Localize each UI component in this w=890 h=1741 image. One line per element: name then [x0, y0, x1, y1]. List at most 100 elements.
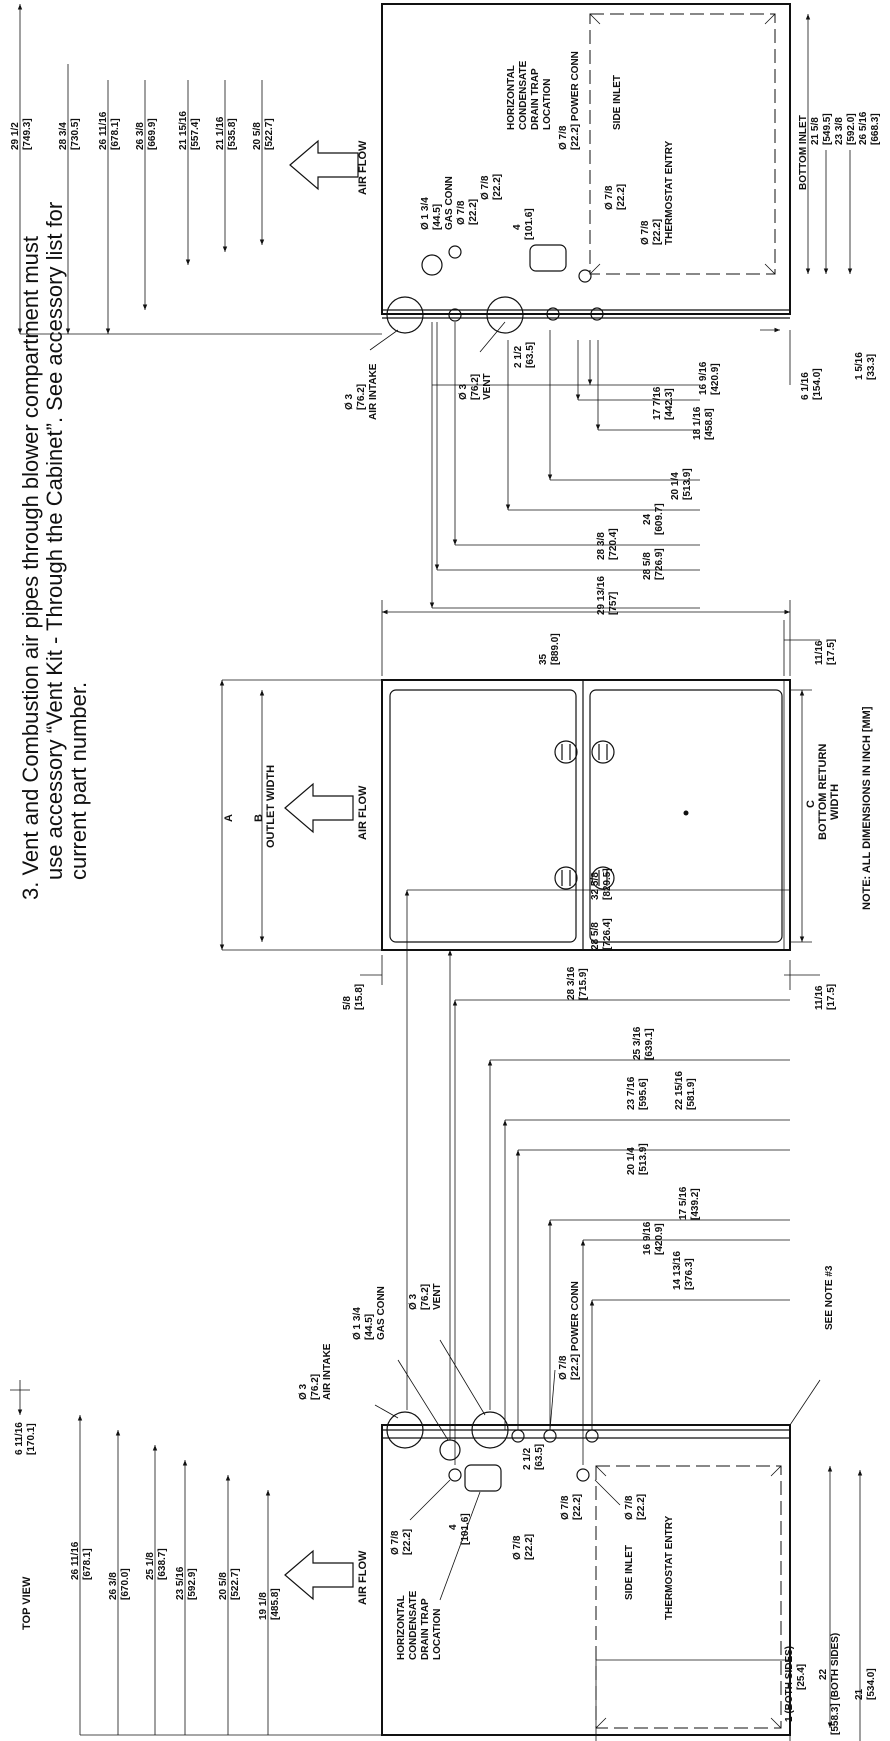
drain-label-3: DRAIN TRAP — [530, 68, 541, 130]
top-view-dim: 6 11/16 — [14, 1422, 25, 1455]
left-thermo-mm: [22.2] — [636, 1494, 647, 1520]
width-35-mm: [889.0] — [550, 633, 561, 665]
left-depth-8: 17 5/16 — [678, 1186, 689, 1220]
four-dim-mm: [101.6] — [524, 208, 535, 240]
note-3: 3. Vent and Combustion air pipes through… — [18, 202, 91, 900]
four-dim: 4 — [512, 224, 523, 230]
height-2: 28 3/4 — [58, 122, 69, 150]
air-intake-dia: Ø 3 — [344, 393, 355, 410]
dim-c: C — [805, 800, 817, 808]
air-intake-hole — [386, 296, 424, 334]
depth-5: 24 — [642, 513, 653, 525]
left-height-4-mm: [592.9] — [187, 1568, 198, 1600]
left-height-3-mm: [638.7] — [157, 1548, 168, 1580]
height-7: 20 5/8 — [252, 122, 263, 150]
note-3-line-2: use accessory “Vent Kit - Through the Ca… — [42, 202, 67, 880]
left-hole-c-mm: [22.2] — [572, 1494, 583, 1520]
depth-4: 20 1/4 — [670, 472, 681, 500]
vent-dia: Ø 3 — [458, 383, 469, 400]
left-depth-2: 28 5/8 — [590, 922, 601, 950]
left-cabinet-outline — [381, 1424, 791, 1736]
offset-1-5-16: 1 5/16 — [854, 352, 865, 380]
drain-label-1: HORIZONTAL — [506, 65, 517, 130]
left-height-1: 26 11/16 — [70, 1541, 81, 1580]
side-inlet-outline — [589, 13, 776, 275]
width-35: 35 — [538, 653, 549, 665]
right-offset-top: 11/16 — [814, 640, 825, 665]
left-air-intake-mm: [76.2] — [310, 1374, 321, 1400]
hole-c-mm: [22.2] — [616, 184, 627, 210]
depth-3: 18 1/16 — [692, 406, 703, 440]
note-all-dims: NOTE: ALL DIMENSIONS IN INCH [MM] — [861, 706, 873, 910]
power-conn-dia: Ø 7/8 — [558, 125, 569, 150]
left-depth-10: 14 13/16 — [672, 1251, 683, 1290]
left-drain-1: HORIZONTAL — [396, 1595, 407, 1660]
air-flow-arrow-icon — [289, 139, 359, 191]
height-5-mm: [557.4] — [190, 118, 201, 150]
left-offset-mm: [15.8] — [354, 984, 365, 1010]
height-6: 21 1/16 — [215, 116, 226, 150]
offset-1-5-16-mm: [33.3] — [866, 354, 877, 380]
bottom-inlet-label: BOTTOM INLET — [798, 115, 809, 190]
left-vent-dia: Ø 3 — [408, 1293, 419, 1310]
front-cabinet-outline — [381, 679, 791, 951]
depth-7: 28 5/8 — [642, 552, 653, 580]
dim-1-both-sides-mm: [25.4] — [796, 1664, 807, 1690]
height-4: 26 3/8 — [135, 122, 146, 150]
depth-6: 28 3/8 — [596, 532, 607, 560]
left-depth-4: 25 3/16 — [632, 1026, 643, 1060]
left-air-intake-hole — [386, 1411, 424, 1449]
height-7-mm: [522.7] — [264, 118, 275, 150]
left-two-half: 2 1/2 — [522, 1447, 533, 1470]
left-depth-4-mm: [639.1] — [644, 1028, 655, 1060]
left-depth-7-mm: [513.9] — [638, 1143, 649, 1175]
left-gas-dia: Ø 1 3/4 — [352, 1307, 363, 1340]
hole-b-mm: [22.2] — [492, 174, 503, 200]
left-height-2-mm: [670.0] — [120, 1568, 131, 1600]
right-offset-top-mm: [17.5] — [826, 639, 837, 665]
left-hole-b-dia: Ø 7/8 — [512, 1535, 523, 1560]
left-side-view: AIR FLOW 6 11/16 [170.1] TOP VIEW 26 11/… — [10, 868, 877, 1741]
left-depth-9-mm: [420.9] — [654, 1223, 665, 1255]
gas-conn-hole — [421, 254, 443, 276]
height-2-mm: [730.5] — [70, 118, 81, 150]
left-thermo-label: THERMOSTAT ENTRY — [664, 1515, 675, 1620]
right-side-view: AIR FLOW 29 1/2 [749.3] 28 3/4 [730.5] 2… — [10, 3, 881, 615]
left-four: 4 — [448, 1524, 459, 1530]
left-depth-9: 16 9/16 — [642, 1221, 653, 1255]
left-height-1-mm: [678.1] — [82, 1548, 93, 1580]
offset-6-1-16: 6 1/16 — [800, 372, 811, 400]
left-hole-a-dia: Ø 7/8 — [390, 1530, 401, 1555]
depth-7-mm: [726.9] — [654, 548, 665, 580]
air-intake-label: AIR INTAKE — [368, 363, 379, 420]
left-side-inlet-outline — [595, 1465, 782, 1729]
right-offset-bottom-mm: [17.5] — [826, 984, 837, 1010]
left-air-intake-dia: Ø 3 — [298, 1383, 309, 1400]
air-flow-label: AIR FLOW — [357, 140, 369, 195]
left-offset: 5/8 — [342, 996, 353, 1010]
see-note-3: SEE NOTE #3 — [824, 1265, 835, 1330]
left-power-label: [22.2] POWER CONN — [570, 1281, 581, 1380]
left-height-2: 26 3/8 — [108, 1572, 119, 1600]
left-depth-2-mm: [726.4] — [602, 918, 613, 950]
front-air-flow-label: AIR FLOW — [357, 785, 369, 840]
right-offset-bottom: 11/16 — [814, 985, 825, 1010]
left-air-intake-label: AIR INTAKE — [322, 1343, 333, 1400]
dim-22-mm: [558.3] (BOTH SIDES) — [830, 1633, 841, 1735]
vent-mm: [76.2] — [470, 374, 481, 400]
left-depth-10-mm: [376.3] — [684, 1258, 695, 1290]
outlet-width-label: OUTLET WIDTH — [265, 765, 277, 848]
depth-4-mm: [513.9] — [682, 468, 693, 500]
dim-21: 21 — [854, 1688, 865, 1700]
depth-8: 29 13/16 — [596, 576, 607, 615]
height-4-mm: [669.9] — [147, 118, 158, 150]
depth-5-mm: [609.7] — [654, 503, 665, 535]
left-height-4: 23 5/16 — [175, 1566, 186, 1600]
bottom-inlet-1: 21 5/8 — [810, 117, 821, 145]
top-view-label: TOP VIEW — [21, 1576, 33, 1630]
power-conn-label: [22.2] POWER CONN — [570, 51, 581, 150]
hole-a-dia: Ø 7/8 — [456, 200, 467, 225]
depth-2: 17 7/16 — [652, 386, 663, 420]
left-height-5-mm: [522.7] — [230, 1568, 241, 1600]
